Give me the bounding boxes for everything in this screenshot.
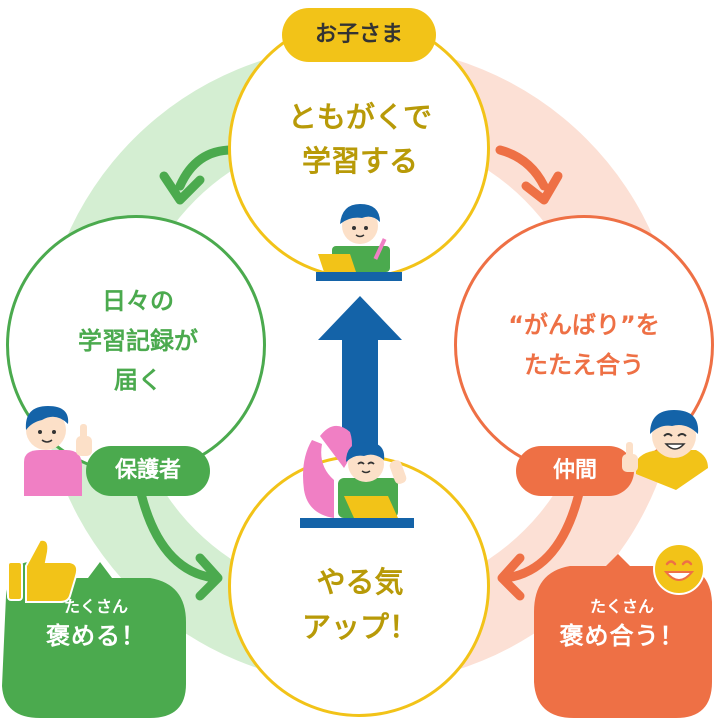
right-bubble-text: たくさん 褒め合う！ (536, 596, 708, 654)
up-arrow-icon (318, 296, 402, 454)
friend-thumbs-up-icon (622, 410, 708, 490)
bottom-circle-text: やる気 アップ！ (248, 560, 472, 650)
right-bubble-big: 褒め合う！ (559, 622, 685, 651)
child-cheering-icon (300, 425, 414, 528)
green-curved-arrow-icon (159, 145, 237, 205)
orange-curved-arrow-icon (495, 145, 563, 205)
orange-down-arrow-icon (497, 475, 587, 601)
friend-label: 仲間 (516, 446, 634, 496)
left-bubble-small: たくさん (63, 597, 128, 616)
top-line-2: 学習する (301, 143, 418, 178)
parent-label: 保護者 (86, 446, 210, 496)
left-bubble-big: 褒める！ (46, 622, 146, 651)
bottom-line-2: アップ！ (301, 609, 418, 644)
left-bubble-text: たくさん 褒める！ (10, 596, 182, 654)
green-down-arrow-icon (133, 475, 223, 601)
child-studying-icon (316, 204, 402, 281)
left-circle-text: 日々の 学習記録が 届く (40, 282, 236, 401)
right-bubble-small: たくさん (589, 597, 654, 616)
top-circle-text: ともがくで 学習する (248, 96, 472, 183)
right-line-1: “がんばり”を (508, 311, 660, 339)
right-line-2: たたえ合う (524, 350, 644, 379)
right-circle-text: “がんばり”を たたえ合う (474, 306, 694, 385)
left-line-1: 日々の (102, 287, 174, 315)
top-line-1: ともがくで (287, 100, 433, 134)
thumbs-up-icon (7, 538, 79, 603)
right-speech-bubble-shape (534, 554, 712, 718)
left-line-2: 学習記録が (78, 326, 198, 355)
bottom-line-1: やる気 (316, 565, 404, 599)
smiley-icon (653, 543, 705, 595)
child-label: お子さま (282, 8, 436, 62)
left-line-3: 届く (114, 366, 162, 395)
parent-thumbs-up-icon (24, 406, 92, 496)
